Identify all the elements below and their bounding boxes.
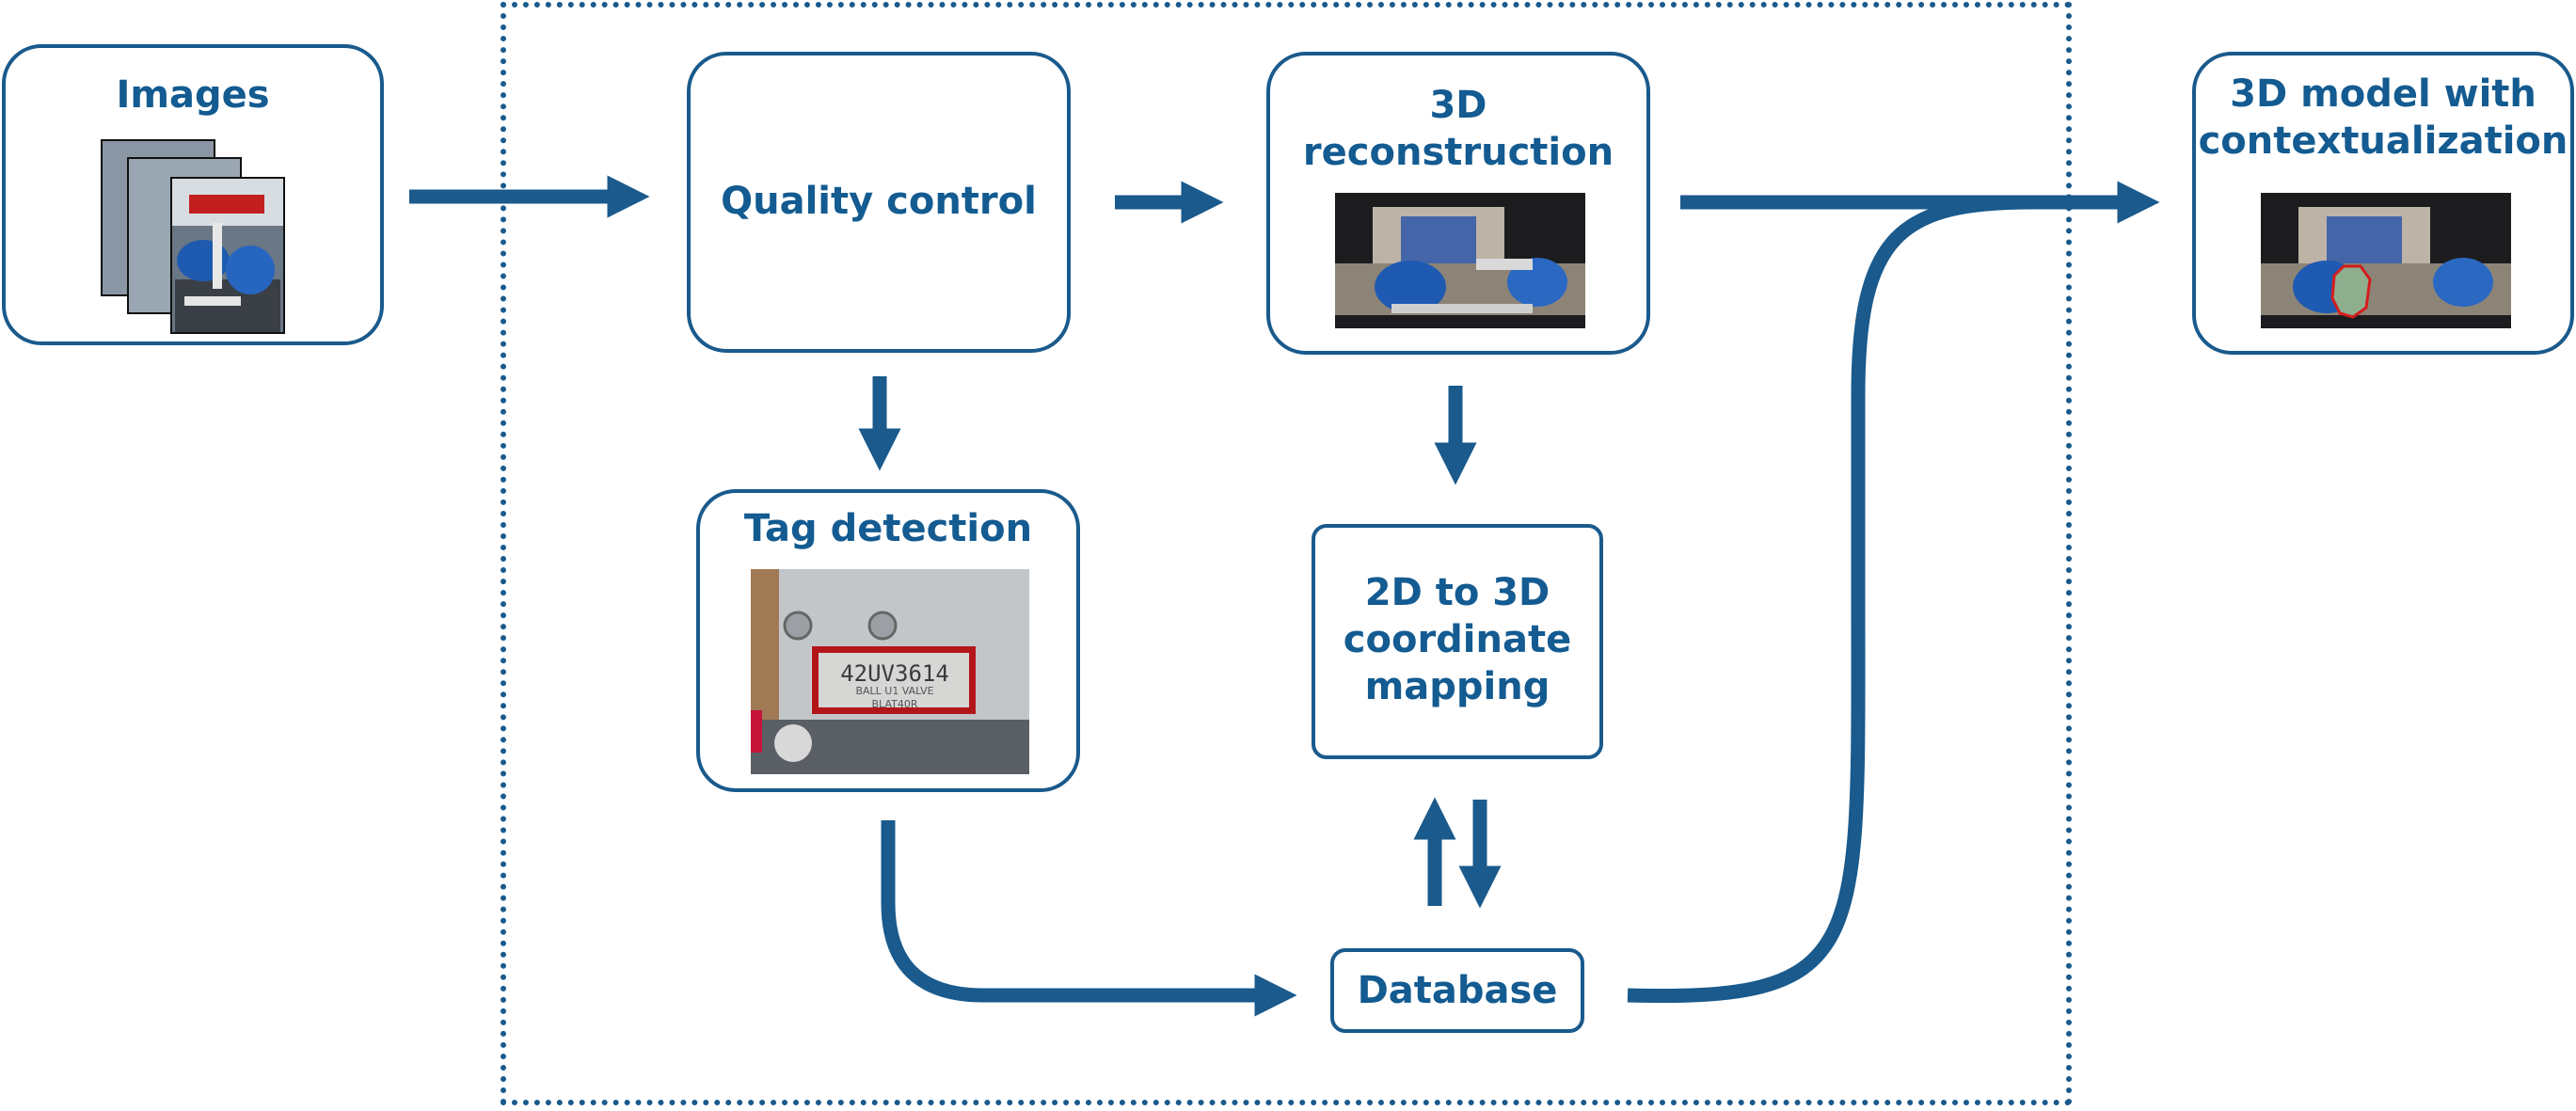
node-label-line1: 3D model with xyxy=(2230,72,2536,116)
tag-subtext-2: BLAT40R xyxy=(871,698,918,710)
tag-highlight-box xyxy=(812,646,976,714)
node-label: Images xyxy=(116,73,270,117)
pipeline-frame xyxy=(501,2,2072,1105)
node-label: Quality control xyxy=(721,180,1037,223)
node-quality-control: Quality control xyxy=(687,52,1071,353)
node-images: Images xyxy=(2,44,384,345)
node-tag-detection: Tag detection 42UV3614 BALL U1 VALVE BLA… xyxy=(696,489,1080,792)
node-3d-reconstruction: 3D reconstruction xyxy=(1266,52,1650,355)
tag-text: 42UV3614 xyxy=(840,660,949,687)
tag-photo: 42UV3614 BALL U1 VALVE BLAT40R xyxy=(751,569,1029,774)
node-label-line3: mapping xyxy=(1364,665,1550,708)
node-label-line2: reconstruction xyxy=(1302,131,1614,174)
image-stack-icon xyxy=(101,139,285,334)
node-3d-model: 3D model with contextualization xyxy=(2192,52,2574,355)
node-database: Database xyxy=(1330,948,1584,1033)
tag-photo-bg xyxy=(751,569,1029,774)
edge-tag-database xyxy=(881,820,1297,1017)
node-label-line1: 3D xyxy=(1429,84,1487,127)
node-label-line2: coordinate xyxy=(1343,618,1572,661)
model-image xyxy=(2261,193,2511,328)
node-label-line1: 2D to 3D xyxy=(1364,571,1550,614)
node-label: Tag detection xyxy=(743,507,1033,550)
node-label-line2: contextualization xyxy=(2198,119,2568,163)
node-coordinate-mapping: 2D to 3D coordinate mapping xyxy=(1312,524,1603,759)
node-label: Database xyxy=(1357,969,1558,1012)
edge-database-model xyxy=(1627,195,2033,1004)
reconstruction-image xyxy=(1335,193,1585,328)
tag-subtext-1: BALL U1 VALVE xyxy=(855,685,934,697)
